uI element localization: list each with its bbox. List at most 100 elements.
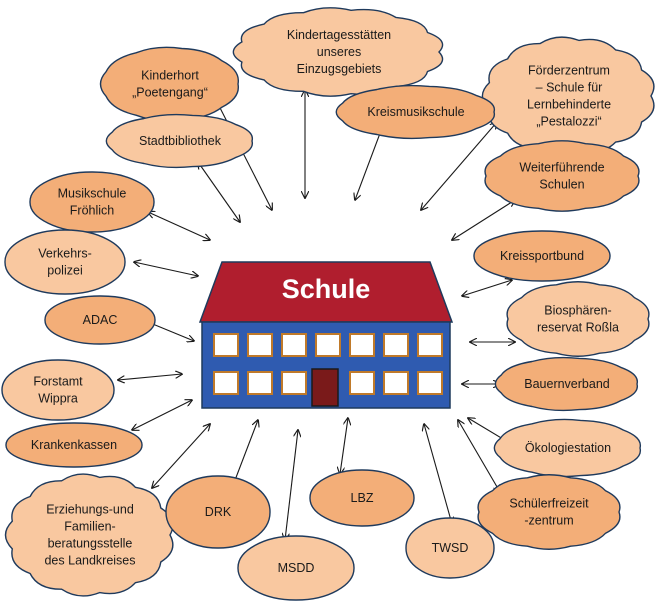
school-window — [281, 371, 307, 395]
cloud-kinderhort: Kinderhort„Poetengang“ — [99, 46, 240, 122]
arrow-kreissportbund — [462, 280, 512, 296]
arrow-erziehungsberatung — [152, 424, 210, 488]
cloud-label-verkehrspolizei: Verkehrs- — [38, 247, 92, 261]
cloud-shape-stadtbibliothek — [105, 113, 254, 169]
cloud-shape-lbz — [309, 469, 415, 527]
cloud-label-msdd: MSDD — [278, 561, 315, 575]
cloud-shape-kinderhort — [99, 46, 240, 122]
cloud-schuelerfreizeitzentrum: Schülerfreizeit -zentrum — [477, 474, 621, 550]
cloud-shape-musikschule — [29, 171, 155, 233]
cloud-shape-bauernverband — [494, 356, 639, 412]
cloud-label-schuelerfreizeitzentrum: -zentrum — [524, 514, 573, 528]
cloud-label-kinderhort: Kinderhort — [141, 69, 199, 83]
cloud-msdd: MSDD — [237, 535, 355, 601]
school-window — [247, 371, 273, 395]
cloud-label-biosphaerenreservat: Biosphären- — [544, 304, 611, 318]
school-roof — [198, 261, 454, 323]
cloud-label-kindertagesstaetten: Einzugsgebiets — [297, 62, 382, 76]
cloud-label-foerderzentrum: „Pestalozzi“ — [536, 115, 601, 129]
arrow-lbz — [340, 418, 348, 474]
cloud-shape-kreissportbund — [473, 230, 611, 282]
arrow-drk — [232, 420, 258, 488]
cloud-label-verkehrspolizei: polizei — [47, 264, 82, 278]
cloud-label-musikschule: Musikschule — [58, 187, 127, 201]
school-window — [315, 333, 341, 357]
school-windows — [213, 333, 443, 395]
cloud-adac: ADAC — [44, 295, 156, 345]
cloud-kreissportbund: Kreissportbund — [473, 230, 611, 282]
cloud-shape-verkehrspolizei — [4, 229, 126, 295]
cloud-label-erziehungsberatung: Familien- — [64, 520, 115, 534]
school-window — [247, 333, 273, 357]
cloud-label-drk: DRK — [205, 505, 232, 519]
cloud-shape-krankenkassen — [5, 422, 143, 468]
cloud-label-oekologiestation: Ökologiestation — [525, 441, 611, 455]
cloud-shape-drk — [165, 475, 271, 549]
cloud-label-erziehungsberatung: Erziehungs-und — [46, 503, 134, 517]
cloud-bauernverband: Bauernverband — [494, 356, 639, 412]
cloud-stadtbibliothek: Stadtbibliothek — [105, 113, 254, 169]
arrow-weiterfuehrende-schulen — [452, 200, 515, 240]
school-window — [213, 371, 239, 395]
cloud-label-kindertagesstaetten: unseres — [317, 45, 361, 59]
cloud-label-krankenkassen: Krankenkassen — [31, 438, 117, 452]
arrow-msdd — [285, 430, 298, 540]
school-window — [349, 333, 375, 357]
cloud-label-forstamt: Wippra — [38, 392, 78, 406]
school-window — [213, 333, 239, 357]
cloud-label-foerderzentrum: Förderzentrum — [528, 64, 610, 78]
school-window — [383, 371, 409, 395]
school-window — [281, 333, 307, 357]
cloud-label-weiterfuehrende-schulen: Schulen — [539, 178, 584, 192]
cloud-label-lbz: LBZ — [351, 491, 374, 505]
school-door — [311, 368, 339, 407]
cloud-shape-forstamt — [1, 359, 115, 421]
school-building: Schule — [198, 261, 454, 409]
cloud-kreismusikschule: Kreismusikschule — [335, 84, 496, 140]
cloud-label-twsd: TWSD — [432, 541, 469, 555]
arrow-musikschule — [148, 212, 210, 240]
cloud-lbz: LBZ — [309, 469, 415, 527]
school-label: Schule — [282, 274, 371, 304]
cloud-label-schuelerfreizeitzentrum: Schülerfreizeit — [509, 497, 589, 511]
cloud-label-erziehungsberatung: beratungsstelle — [48, 537, 133, 551]
cloud-label-foerderzentrum: Lernbehinderte — [527, 98, 611, 112]
cloud-shape-erziehungsberatung — [4, 473, 174, 597]
cloud-label-kreissportbund: Kreissportbund — [500, 249, 584, 263]
cloud-label-forstamt: Forstamt — [33, 375, 83, 389]
cloud-drk: DRK — [165, 475, 271, 549]
cloud-label-biosphaerenreservat: reservat Roßla — [537, 321, 619, 335]
cloud-label-kreismusikschule: Kreismusikschule — [367, 105, 464, 119]
cloud-shape-schuelerfreizeitzentrum — [477, 474, 621, 550]
arrow-forstamt — [118, 374, 182, 380]
cloud-shape-adac — [44, 295, 156, 345]
cloud-shape-foerderzentrum — [481, 36, 655, 156]
school-window — [417, 371, 443, 395]
arrow-schuelerfreizeitzentrum — [458, 420, 500, 492]
cloud-label-stadtbibliothek: Stadtbibliothek — [139, 134, 222, 148]
partner-clouds: KindertagesstättenunseresEinzugsgebietsK… — [1, 7, 655, 601]
cloud-biosphaerenreservat: Biosphären-reservat Roßla — [506, 281, 650, 357]
cloud-label-bauernverband: Bauernverband — [524, 377, 610, 391]
school-window — [417, 333, 443, 357]
cloud-shape-biosphaerenreservat — [506, 281, 650, 357]
arrow-krankenkassen — [132, 400, 192, 430]
cloud-shape-oekologiestation — [493, 418, 642, 478]
cloud-label-erziehungsberatung: des Landkreises — [44, 554, 135, 568]
cloud-krankenkassen: Krankenkassen — [5, 422, 143, 468]
arrow-foerderzentrum — [421, 122, 497, 210]
cloud-label-musikschule: Fröhlich — [70, 204, 115, 218]
cloud-label-kindertagesstaetten: Kindertagesstätten — [287, 28, 391, 42]
arrow-twsd — [424, 424, 452, 524]
school-window — [349, 371, 375, 395]
cloud-label-foerderzentrum: – Schule für — [536, 81, 603, 95]
cloud-oekologiestation: Ökologiestation — [493, 418, 642, 478]
cloud-shape-twsd — [405, 517, 495, 579]
